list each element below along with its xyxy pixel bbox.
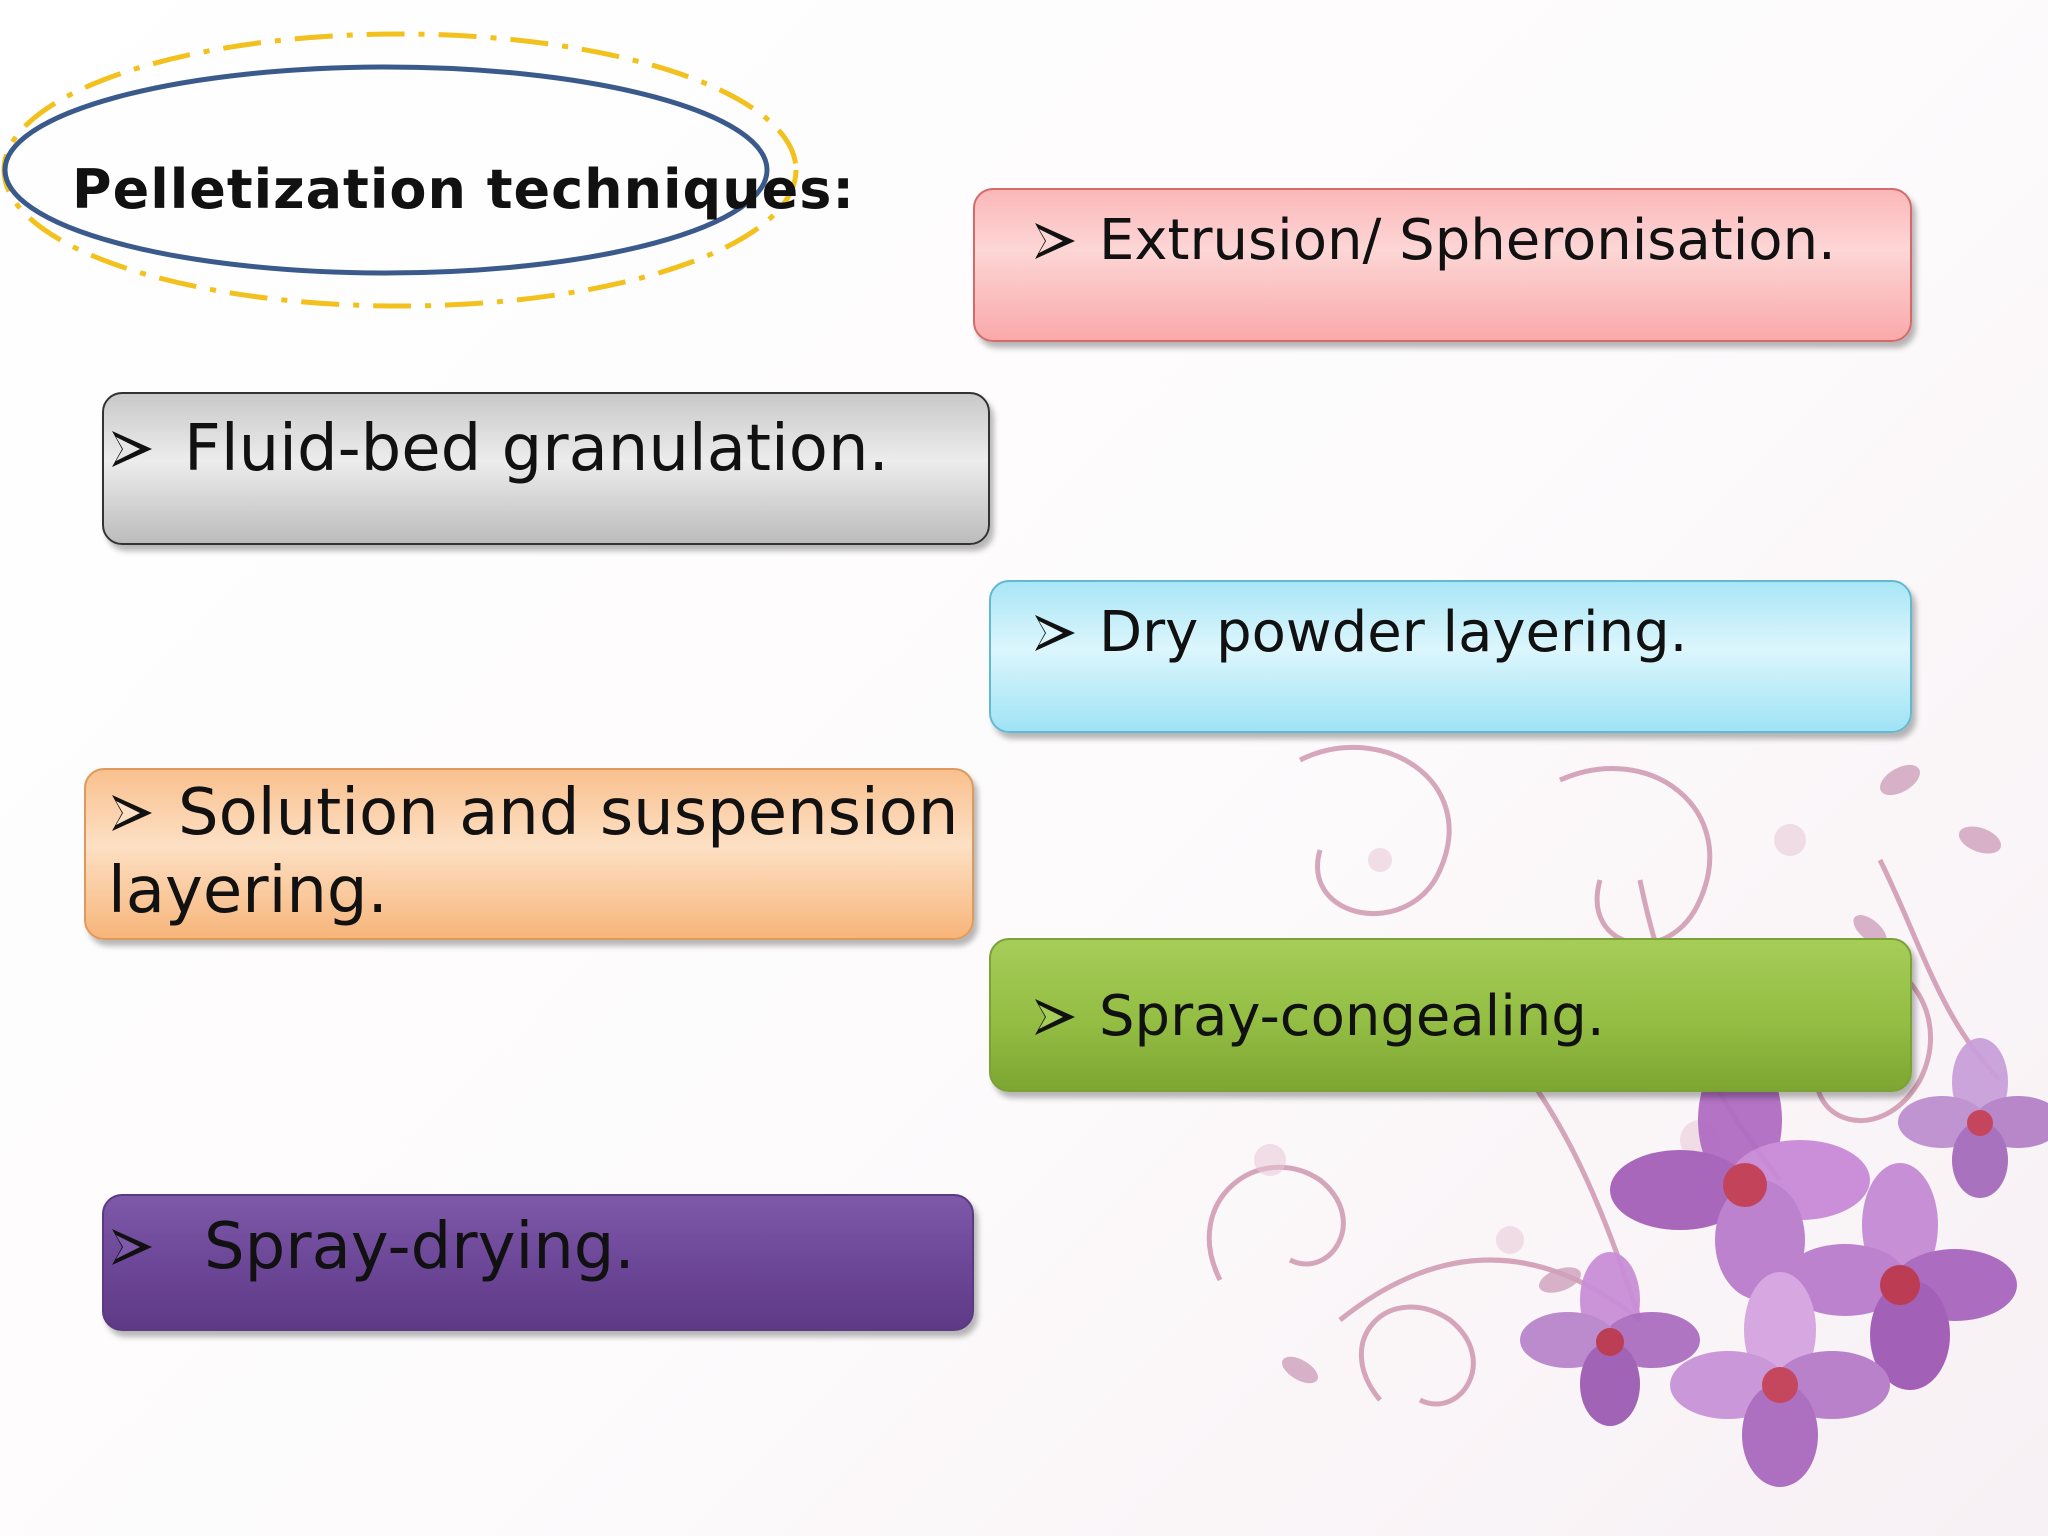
extrusion-spheronisation-box: Extrusion/ Spheronisation. <box>973 188 1912 342</box>
item-label-spray-congealing: Spray-congealing. <box>1099 984 1605 1049</box>
item-label-dry-powder: Dry powder layering. <box>1099 600 1688 665</box>
item-label-solution-line1: Solution and suspension <box>178 776 959 850</box>
spray-congealing-box: Spray-congealing. <box>989 938 1912 1092</box>
arrowhead-bullet-icon <box>1033 219 1077 263</box>
dry-powder-layering-box: Dry powder layering. <box>989 580 1912 733</box>
floral-ornament-icon <box>1206 744 2048 1487</box>
item-label-solution-line2: layering. <box>108 854 388 928</box>
arrowhead-bullet-icon <box>110 1225 154 1269</box>
arrowhead-bullet-icon <box>1033 611 1077 655</box>
title-callout: Pelletization techniques: <box>0 30 856 315</box>
solution-suspension-layering-box: Solution and suspension layering. <box>84 768 974 940</box>
title-ellipse-icon <box>1 31 799 309</box>
spray-drying-box: Spray-drying. <box>102 1194 974 1331</box>
arrowhead-bullet-icon <box>1033 995 1077 1039</box>
fluid-bed-granulation-box: Fluid-bed granulation. <box>102 392 990 545</box>
arrowhead-bullet-icon <box>110 791 154 835</box>
item-label-spray-drying: Spray-drying. <box>204 1210 635 1284</box>
item-label-fluid-bed: Fluid-bed granulation. <box>184 412 889 486</box>
arrowhead-bullet-icon <box>110 427 154 471</box>
page-title: Pelletization techniques: <box>72 158 856 221</box>
item-label-extrusion: Extrusion/ Spheronisation. <box>1099 208 1836 273</box>
